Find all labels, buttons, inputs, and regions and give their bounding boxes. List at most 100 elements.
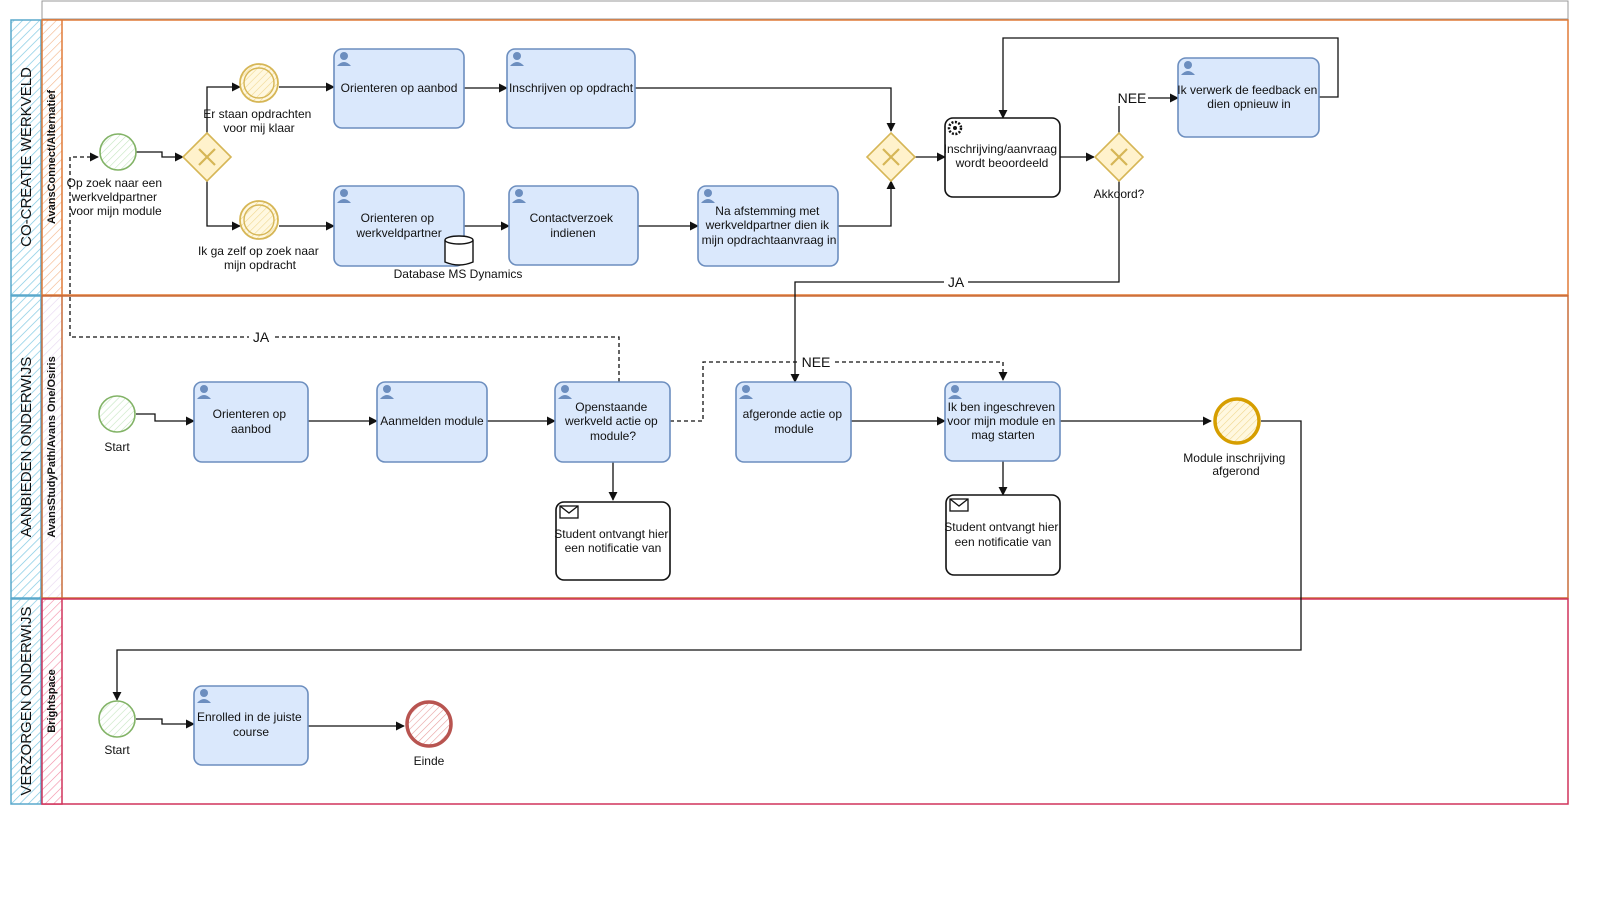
event-mid-opdrachten[interactable]: Er staan opdrachten voor mij klaar (203, 63, 314, 135)
task-label: Orienteren op aanbod (213, 407, 290, 436)
event-label: Op zoek naar een werkveldpartner voor mi… (67, 176, 166, 218)
gear-icon (947, 120, 963, 136)
task-notificatie-1[interactable]: Student ontvangt hier een notificatie va… (554, 501, 671, 581)
event-label: Er staan opdrachten voor mij klaar (203, 107, 314, 135)
task-feedback[interactable]: Ik verwerk de feedback en dien opnieuw i… (1177, 57, 1320, 138)
task-label: Ik ben ingeschreven voor mijn module en … (947, 400, 1058, 442)
database-icon (444, 240, 474, 266)
lane-subtitle: Brightspace (46, 669, 58, 733)
task-orienteren-aanbod[interactable]: Orienteren op aanbod (333, 48, 465, 129)
edge-label-bg (798, 354, 834, 370)
gateway-merge[interactable] (865, 131, 917, 183)
event-start-aanbieden[interactable]: Start (98, 395, 136, 454)
task-box (944, 381, 1061, 462)
task-na-afstemming[interactable]: Na afstemming met werkveldpartner dien i… (697, 185, 839, 267)
envelope-icon (949, 498, 969, 512)
task-afgeronde-actie[interactable]: afgeronde actie op module (735, 381, 852, 463)
task-box (1177, 57, 1320, 138)
edge (69, 152, 620, 382)
datastore-ms-dynamics[interactable]: Database MS Dynamics (394, 235, 523, 281)
lane-title: AANBIEDEN ONDERWIJS (18, 357, 35, 538)
gateway-split[interactable] (181, 131, 233, 183)
task-ingeschreven[interactable]: Ik ben ingeschreven voor mijn module en … (944, 381, 1061, 462)
edge (670, 361, 1008, 422)
start-event-circle (98, 700, 136, 738)
edge (136, 718, 195, 729)
edge (112, 420, 1302, 701)
pool-header (10, 19, 42, 296)
lane-header (41, 19, 63, 296)
intermediate-event-outer (239, 63, 279, 103)
user-icon (380, 385, 394, 399)
task-label: Na afstemming met werkveldpartner dien i… (702, 204, 837, 247)
task-box (333, 185, 465, 267)
user-icon (197, 385, 211, 399)
user-icon (739, 385, 753, 399)
task-box (555, 501, 671, 581)
intermediate-event-inner (243, 67, 275, 99)
task-box (945, 494, 1061, 576)
event-label: Start (104, 743, 130, 757)
task-inschrijven-opdracht[interactable]: Inschrijven op opdracht (506, 48, 636, 129)
task-box (333, 48, 465, 129)
gateway-akkoord[interactable]: Akkoord? (1094, 131, 1145, 201)
event-label: Ik ga zelf op zoek naar mijn opdracht (198, 244, 322, 272)
datastore-label: Database MS Dynamics (394, 267, 523, 281)
event-label: Start (104, 440, 130, 454)
task-box (193, 381, 309, 463)
lane-header (41, 598, 63, 805)
top-frame (41, 0, 1569, 20)
event-start-verzorgen[interactable]: Start (98, 700, 136, 757)
task-label: Ik verwerk de feedback en dien opnieuw i… (1177, 83, 1320, 111)
lane-subtitle: AvansConnect/Alternatief (46, 90, 58, 224)
task-label: Student ontvangt hier een notificatie va… (554, 527, 671, 555)
edge-label-bg (249, 329, 273, 345)
task-aanmelden-module[interactable]: Aanmelden module (376, 381, 488, 463)
task-orienteren-aanbod-2[interactable]: Orienteren op aanbod (193, 381, 309, 463)
task-label: Openstaande werkveld actie op module? (564, 400, 661, 443)
user-icon (510, 52, 524, 66)
user-icon (197, 689, 211, 703)
task-label: afgeronde actie op module (743, 407, 846, 436)
gateway-label: Akkoord? (1094, 187, 1145, 201)
lane-title: CO-CREATIE WERKVELD (18, 67, 35, 247)
event-end-inschrijving[interactable]: Module inschrijving afgerond (1183, 397, 1288, 478)
edge (206, 82, 241, 133)
task-openstaande-actie[interactable]: Openstaande werkveld actie op module? (554, 381, 671, 463)
edge-label-nee-open: NEE (802, 354, 831, 370)
task-label: Orienteren op aanbod (341, 81, 458, 95)
user-icon (512, 189, 526, 203)
task-box (506, 48, 636, 129)
task-box (554, 381, 671, 463)
task-enrolled[interactable]: Enrolled in de juiste course (193, 685, 309, 766)
end-event-circle (1213, 397, 1261, 445)
task-beoordeeld[interactable]: Inschrijving/aanvraag wordt beoordeeld (944, 117, 1061, 198)
end-event-circle (405, 700, 453, 748)
edge (998, 37, 1339, 119)
event-mid-zelf[interactable]: Ik ga zelf op zoek naar mijn opdracht (198, 200, 322, 272)
edge (635, 87, 896, 132)
edge-label-nee-top: NEE (1118, 90, 1147, 106)
task-label: Contactverzoek indienen (530, 211, 617, 240)
gateway-x (1110, 148, 1128, 166)
task-label: Aanmelden module (380, 414, 484, 428)
task-box (735, 381, 852, 463)
envelope-icon (559, 505, 579, 519)
event-end-einde[interactable]: Einde (405, 700, 453, 768)
event-label: Module inschrijving afgerond (1183, 451, 1288, 478)
intermediate-event-outer (239, 200, 279, 240)
task-contactverzoek[interactable]: Contactverzoek indienen (508, 185, 639, 266)
user-icon (337, 52, 351, 66)
edge-label-bg (1114, 90, 1148, 106)
user-icon (948, 385, 962, 399)
user-icon (558, 385, 572, 399)
edge-label-ja-open: JA (253, 329, 270, 345)
intermediate-event-inner (243, 204, 275, 236)
task-label: Orienteren op werkveldpartner (355, 211, 441, 240)
event-start-werkveld[interactable]: Op zoek naar een werkveldpartner voor mi… (67, 133, 166, 218)
task-label: Enrolled in de juiste course (197, 710, 305, 739)
lane-title: VERZORGEN ONDERWIJS (18, 607, 35, 796)
task-orienteren-werkveldpartner[interactable]: Orienteren op werkveldpartner (333, 185, 465, 267)
task-notificatie-2[interactable]: Student ontvangt hier een notificatie va… (944, 494, 1061, 576)
